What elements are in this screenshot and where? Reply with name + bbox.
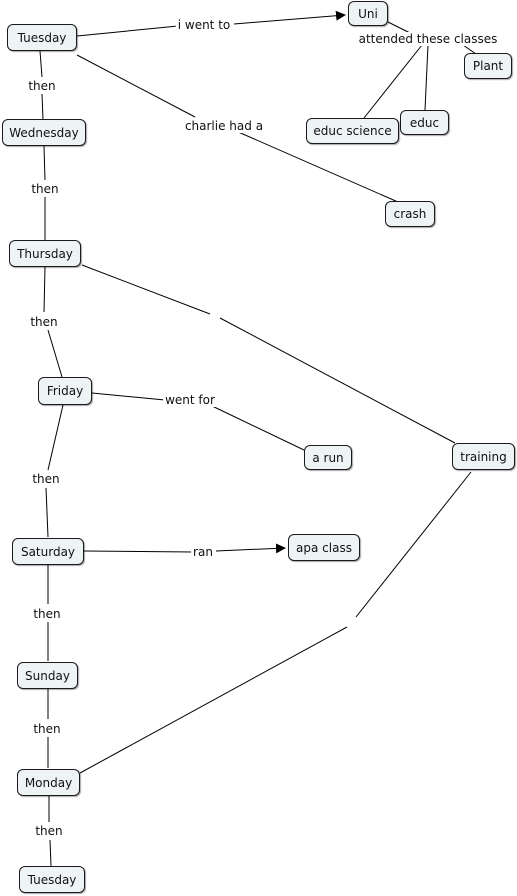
link-label-went-for: went for (163, 393, 217, 407)
line-attended-educ (424, 44, 429, 111)
concept-crash[interactable]: crash (385, 201, 435, 227)
line-training-monday-b (79, 626, 348, 774)
line-wednesday-then2 (43, 145, 46, 181)
concept-saturday[interactable]: Saturday (12, 538, 84, 565)
link-label-i-went-to: i went to (175, 18, 233, 32)
concept-apa-class[interactable]: apa class (288, 534, 360, 561)
link-label-then: then (31, 722, 63, 736)
link-label-charlie: charlie had a (182, 119, 266, 133)
concept-thursday[interactable]: Thursday (9, 240, 81, 267)
link-label-then: then (31, 607, 63, 621)
line-thursday-training-b (219, 317, 456, 444)
link-label-attended: attended these classes (356, 32, 500, 46)
line-tuesday-charlie (76, 54, 196, 118)
line-friday-then4 (47, 404, 64, 471)
line-thursday-training-a (81, 264, 211, 315)
link-label-then: then (29, 182, 61, 196)
line-then3-friday (47, 329, 63, 378)
line-ran-apaclass (215, 543, 286, 554)
line-training-monday-a (355, 471, 472, 618)
line-attended-plant (462, 44, 477, 55)
concept-a-run[interactable]: a run (304, 445, 352, 470)
line-saturday-ran (83, 550, 194, 553)
line-iwentto-uni (233, 10, 346, 25)
line-then7-tuesday (49, 839, 52, 867)
link-label-ran: ran (191, 545, 215, 559)
concept-tuesday[interactable]: Tuesday (7, 24, 77, 51)
line-attended-educscience (363, 44, 423, 119)
concept-wednesday[interactable]: Wednesday (2, 119, 86, 146)
concept-training[interactable]: training (452, 443, 515, 470)
line-then4-saturday (45, 487, 49, 538)
line-wentfor-arun (209, 404, 305, 451)
line-tuesday-then1 (39, 50, 43, 78)
concept-educ[interactable]: educ (400, 110, 449, 135)
link-label-then: then (33, 824, 65, 838)
concept-plant[interactable]: Plant (464, 53, 512, 79)
line-thursday-then3 (43, 266, 46, 313)
link-label-then: then (30, 472, 62, 486)
line-charlie-crash (235, 130, 399, 203)
concept-educ-science[interactable]: educ science (306, 118, 399, 144)
line-then1-wednesday (41, 93, 44, 121)
line-friday-wentfor (91, 392, 166, 401)
concept-uni[interactable]: Uni (348, 1, 388, 26)
line-tuesday-iwentto (76, 25, 179, 37)
link-label-then: then (26, 79, 58, 93)
concept-friday[interactable]: Friday (38, 377, 92, 405)
link-label-then: then (28, 315, 60, 329)
concept-tuesday-bottom[interactable]: Tuesday (19, 866, 85, 893)
concept-sunday[interactable]: Sunday (17, 662, 78, 689)
concept-monday[interactable]: Monday (17, 769, 80, 796)
